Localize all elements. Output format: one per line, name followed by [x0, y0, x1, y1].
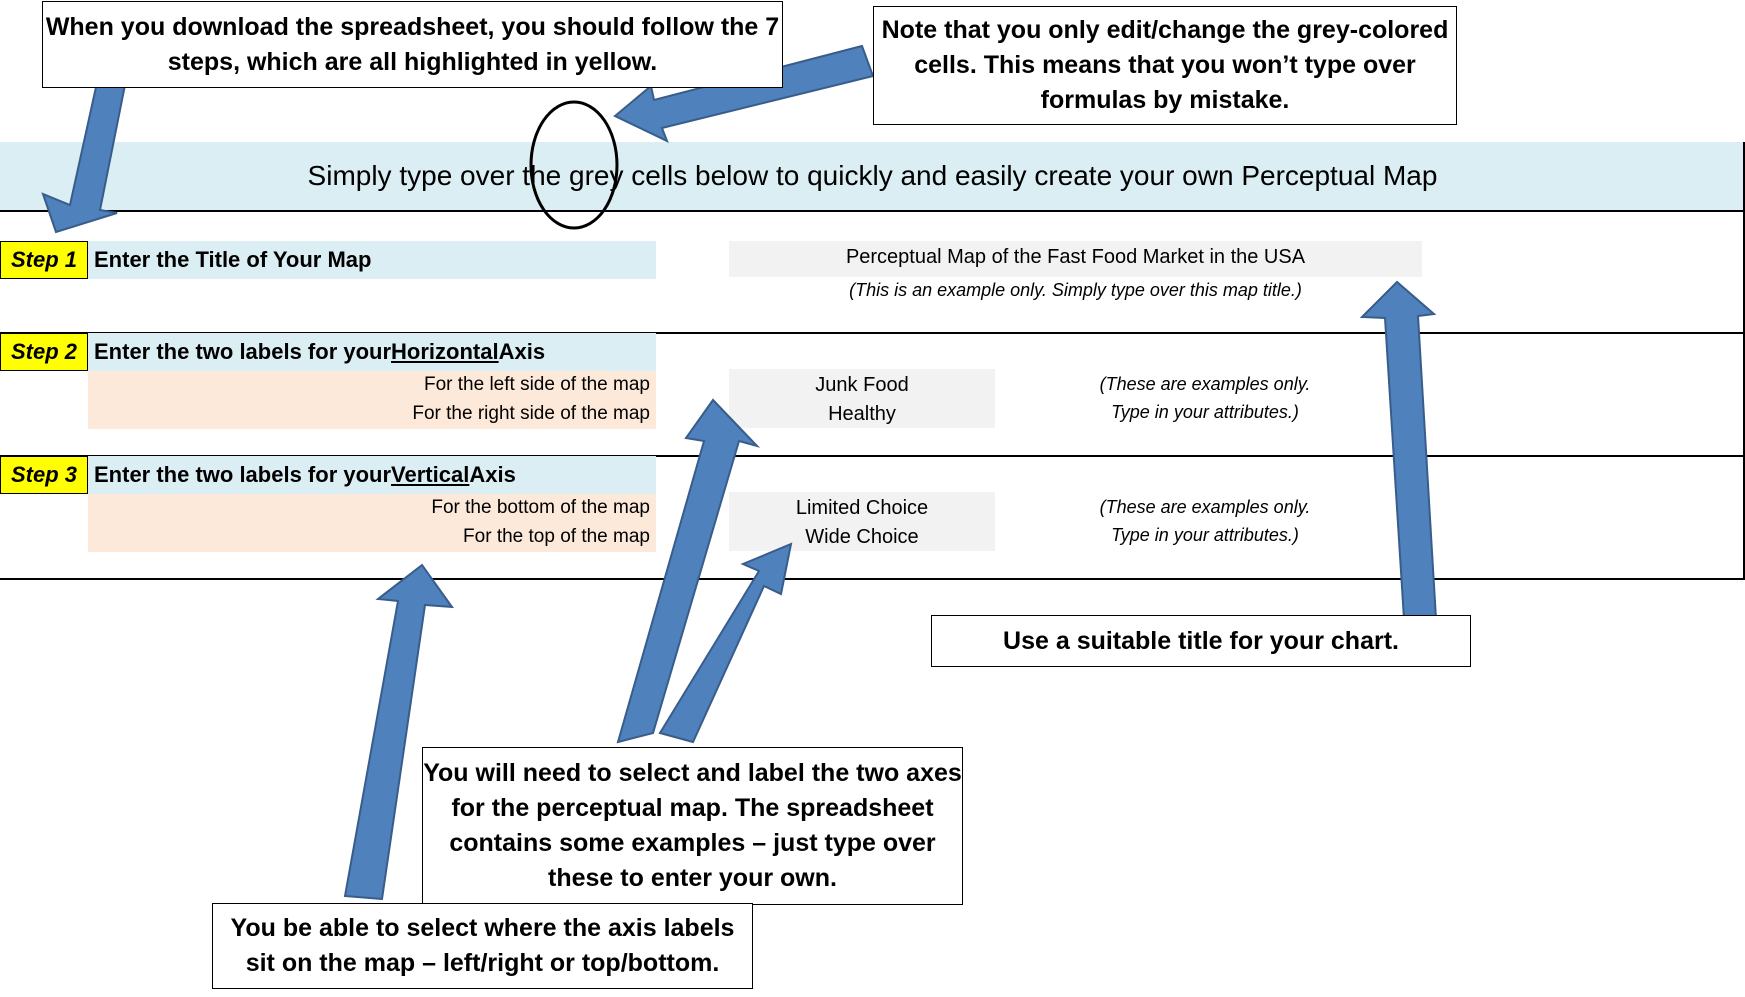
highlight-circle — [529, 100, 619, 230]
step-3-heading-end: Axis — [469, 462, 516, 487]
horizontal-axis-cells[interactable] — [729, 369, 995, 428]
arrow-to-vertical-cells — [658, 542, 793, 744]
left-side-label: For the left side of the map — [423, 374, 650, 395]
arrow-to-axis-labels — [343, 563, 455, 901]
map-title-value: Perceptual Map of the Fast Food Market i… — [845, 246, 1306, 268]
step-3-heading: Enter the two labels for your Vertical A… — [88, 456, 656, 494]
step-3-note-line1: (These are examples only. — [1099, 497, 1311, 517]
section-divider — [0, 455, 1745, 457]
step-2-label-rows — [88, 371, 656, 429]
step-2-heading-end: Axis — [498, 339, 546, 364]
vertical-axis-cells[interactable] — [729, 492, 995, 551]
bottom-label: For the bottom of the map — [431, 497, 650, 518]
step-1-note: (This is an example only. Simply type ov… — [849, 280, 1302, 300]
instruction-banner: Simply type over the grey cells below to… — [0, 142, 1745, 210]
map-title-cell[interactable] — [729, 241, 1422, 277]
arrow-to-horizontal-cells — [616, 398, 761, 744]
callout-chart-title: Use a suitable title for your chart. — [931, 615, 1471, 667]
callout-axes: You will need to select and label the tw… — [422, 747, 963, 905]
section-divider — [0, 578, 1745, 580]
bottom-value: Limited Choice — [795, 497, 929, 519]
arrow-to-step1 — [41, 76, 127, 234]
step-2-heading-start: Enter the two labels for your — [94, 339, 392, 364]
left-side-value: Junk Food — [815, 374, 909, 396]
section-divider — [0, 210, 1745, 212]
step-2-note-line1: (These are examples only. — [1099, 374, 1311, 394]
top-value: Wide Choice — [805, 526, 919, 548]
top-label: For the top of the map — [463, 526, 650, 547]
callout-axis-position: You be able to select where the axis lab… — [212, 903, 753, 989]
step-1-heading: Enter the Title of Your Map — [88, 241, 656, 279]
arrow-to-title-cell — [1359, 280, 1438, 620]
callout-grey-cells: Note that you only edit/change the grey-… — [873, 6, 1457, 125]
sheet-right-border — [1743, 142, 1745, 580]
callout-download-steps: When you download the spreadsheet, you s… — [42, 1, 783, 88]
section-divider — [0, 332, 1745, 334]
right-side-value: Healthy — [828, 403, 896, 425]
step-3-note-line2: Type in your attributes.) — [1111, 525, 1299, 545]
step-3-heading-axis: Vertical — [391, 462, 470, 487]
arrow-to-grey — [613, 44, 875, 143]
step-2-note-line2: Type in your attributes.) — [1111, 402, 1299, 422]
step-3-heading-start: Enter the two labels for your — [94, 462, 392, 487]
step-3-badge: Step 3 — [0, 456, 88, 494]
step-2-badge: Step 2 — [0, 333, 88, 371]
right-side-label: For the right side of the map — [412, 403, 650, 424]
step-1-badge: Step 1 — [0, 241, 88, 279]
step-2-heading-axis: Horizontal — [391, 339, 499, 364]
step-3-label-rows — [88, 494, 656, 552]
step-2-heading: Enter the two labels for your Horizontal… — [88, 333, 656, 371]
